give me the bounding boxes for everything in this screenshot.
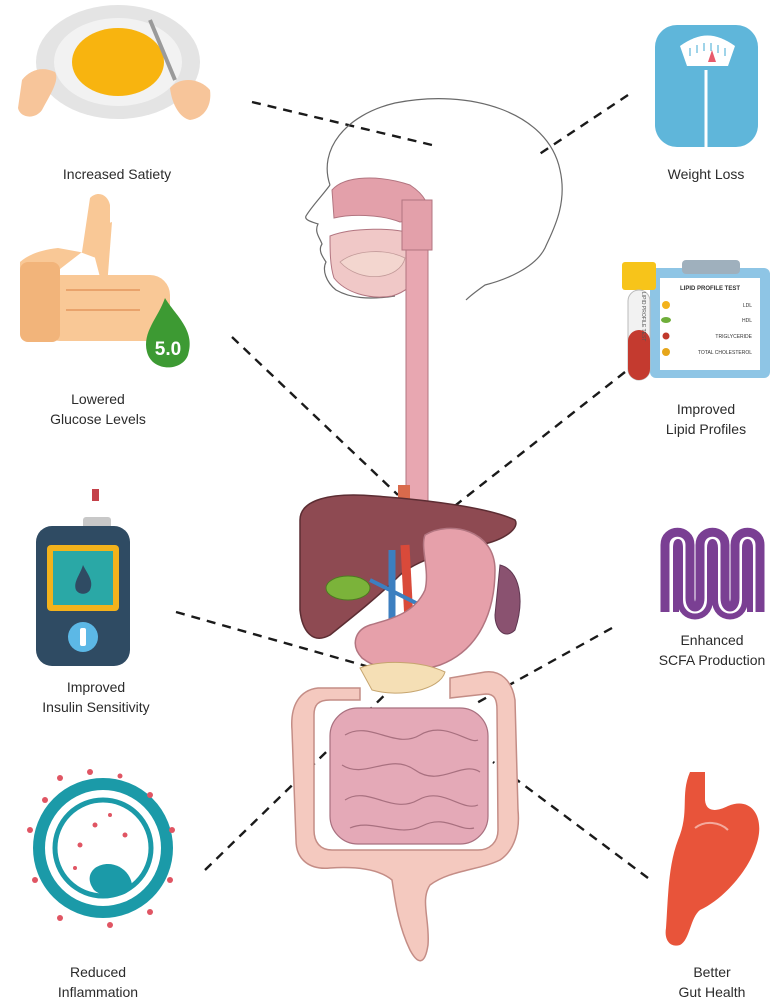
pancreas	[360, 662, 445, 693]
lipid-profiles-label-line1: Improved	[677, 401, 735, 417]
lowered-glucose-label-line1: Lowered	[71, 391, 125, 407]
right-hand	[170, 80, 210, 120]
stomach-icon	[666, 772, 760, 946]
gallbladder	[326, 576, 370, 600]
lipid-row-triglyceride: TRIGLYCERIDE	[715, 334, 752, 340]
lipid-row-total: TOTAL CHOLESTEROL	[698, 350, 752, 356]
left-hand	[18, 69, 56, 116]
plate-meal-icon	[18, 5, 210, 120]
finger-blood-drop-icon: 5.0	[20, 194, 190, 367]
lipid-test-clipboard-icon: LIPID PROFILE TEST LDL HDL TRIGLYCERIDE …	[622, 260, 770, 380]
lipid-row-ldl: LDL	[743, 303, 752, 309]
lipid-profiles-label-line2: Lipid Profiles	[666, 421, 746, 437]
lipid-row-hdl: HDL	[742, 318, 752, 324]
connector-weight-loss	[538, 95, 628, 155]
glucometer-icon	[36, 489, 130, 666]
inflammation-label-line1: Reduced	[70, 964, 126, 980]
esophagus	[406, 250, 428, 520]
connector-insulin	[176, 612, 380, 670]
gut-health-label-line2: Gut Health	[679, 984, 746, 1000]
gut-health-label-line1: Better	[693, 964, 731, 980]
increased-satiety-label: Increased Satiety	[63, 166, 171, 182]
scfa-label-line2: SCFA Production	[659, 652, 766, 668]
weight-loss-label: Weight Loss	[668, 166, 745, 182]
insulin-label-line1: Improved	[67, 679, 125, 695]
insulin-label-line2: Insulin Sensitivity	[42, 699, 149, 715]
spleen	[495, 565, 520, 634]
lowered-glucose-label-line2: Glucose Levels	[50, 411, 146, 427]
intestinal-villi-icon	[665, 532, 760, 616]
glucose-reading: 5.0	[155, 339, 181, 360]
bathroom-scale-icon	[655, 25, 758, 147]
connector-satiety	[252, 102, 432, 145]
digestive-system-illustration	[292, 99, 562, 961]
scfa-label-line1: Enhanced	[680, 632, 743, 648]
inflamed-cell-icon	[27, 769, 175, 928]
pharynx	[402, 200, 432, 250]
tube-label: LIPID PROFILE TEST	[640, 292, 646, 341]
inflammation-label-line2: Inflammation	[58, 984, 138, 1000]
lipid-test-title: LIPID PROFILE TEST	[680, 286, 740, 292]
connector-glucose	[232, 337, 398, 495]
small-intestine	[330, 708, 488, 844]
